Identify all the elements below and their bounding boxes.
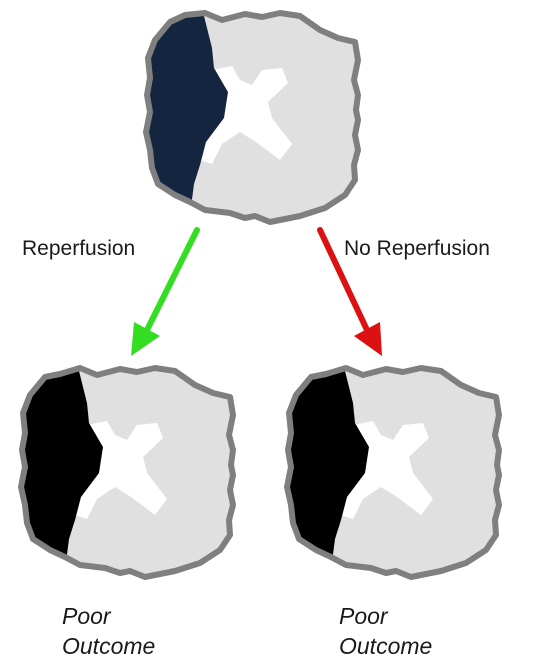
right-outcome-label: Poor Outcome [339,601,432,661]
reperfusion-label: Reperfusion [22,237,135,261]
no-reperfusion-label: No Reperfusion [344,237,490,261]
left-outcome-line1: Poor [62,601,155,631]
arrow-down-left-icon [131,230,197,356]
right-outcome-line1: Poor [339,601,432,631]
left-outcome-label: Poor Outcome [62,601,155,661]
right-brain-icon [281,355,499,585]
right-outcome-line2: Outcome [339,631,432,661]
left-outcome-line2: Outcome [62,631,155,661]
top-brain-icon [140,0,358,230]
left-brain-icon [15,355,233,585]
